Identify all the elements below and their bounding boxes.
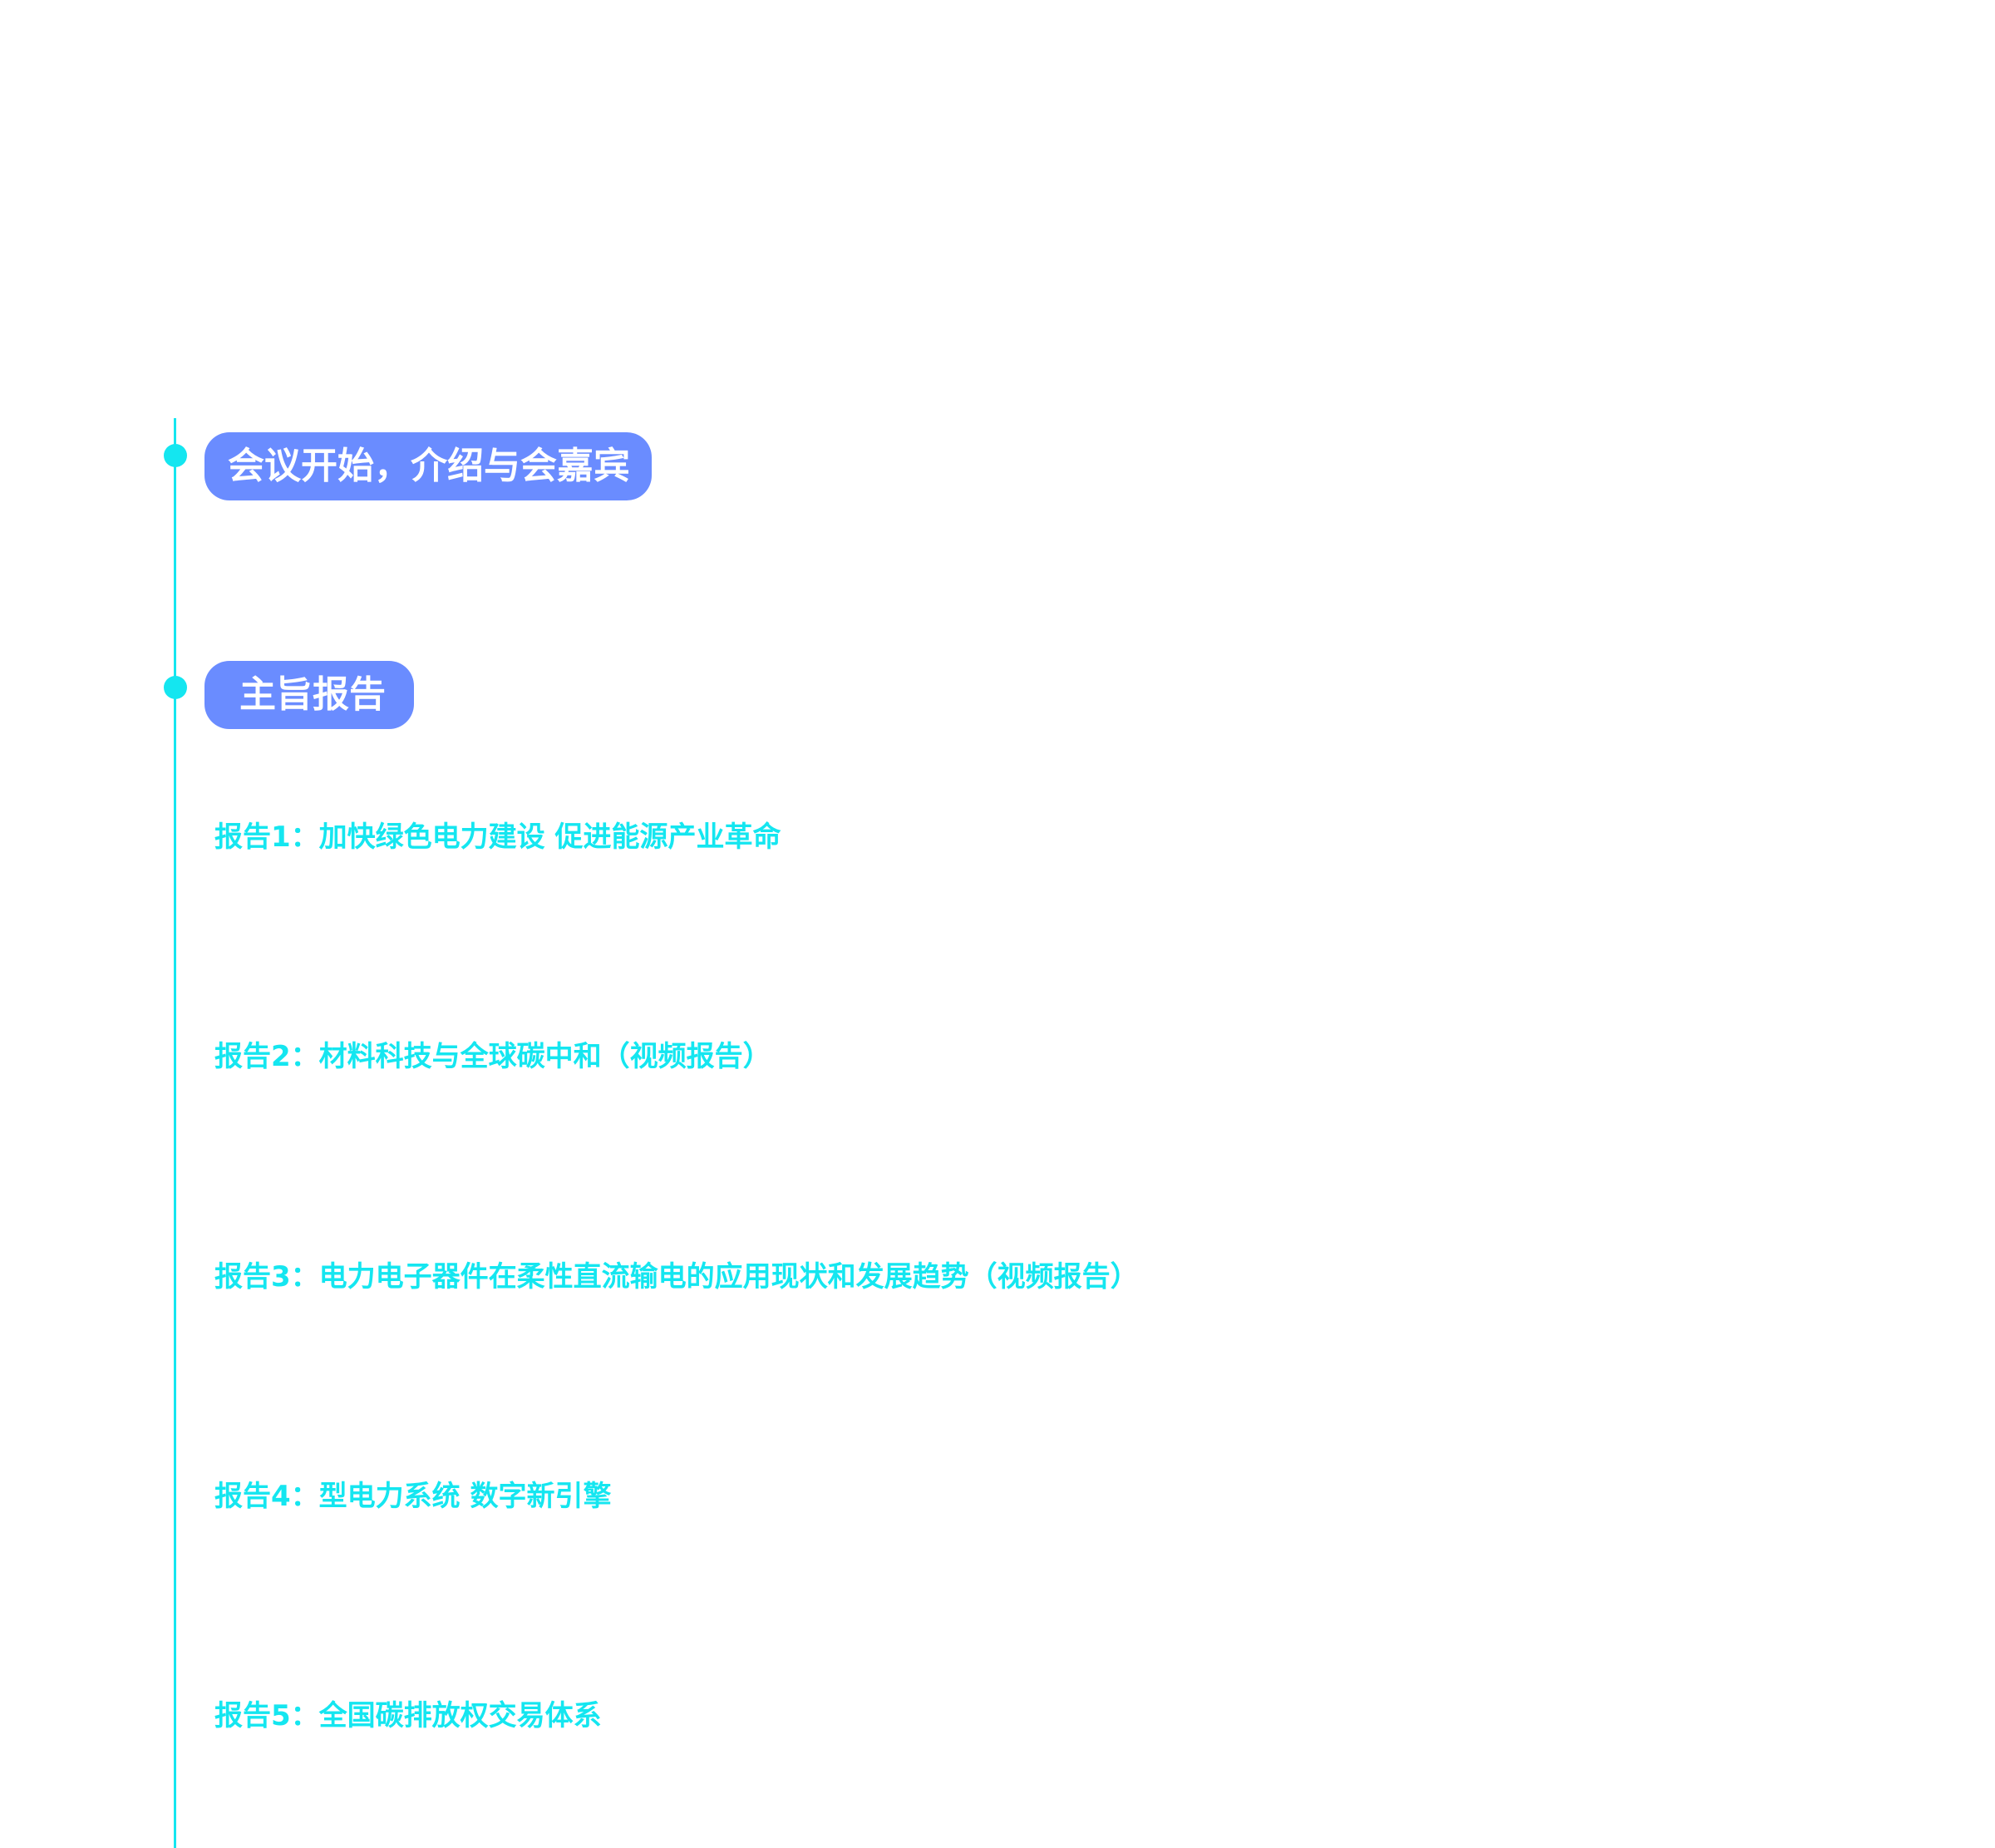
timeline-dot-opening — [164, 444, 187, 467]
report-item-2: 报告2：材料科技与全球碳中和（视频报告） — [214, 1040, 771, 1073]
report-item-1: 报告1：加快绿色电力建设 促进能源产业革命 — [214, 821, 781, 854]
timeline-line — [174, 418, 176, 1848]
report-item-3: 报告3：电力电子器件在柔性直流输电的应用现状和发展趋势（视频报告） — [214, 1260, 1139, 1294]
section-title-opening: 会议开始，介绍与会嘉宾 — [204, 432, 652, 500]
section-title-keynote: 主旨报告 — [204, 661, 414, 729]
report-item-5: 报告5：全国碳排放权交易体系 — [214, 1699, 602, 1732]
report-item-4: 报告4：型电力系统 数字新引擎 — [214, 1480, 612, 1513]
timeline-dot-keynote — [164, 676, 187, 699]
